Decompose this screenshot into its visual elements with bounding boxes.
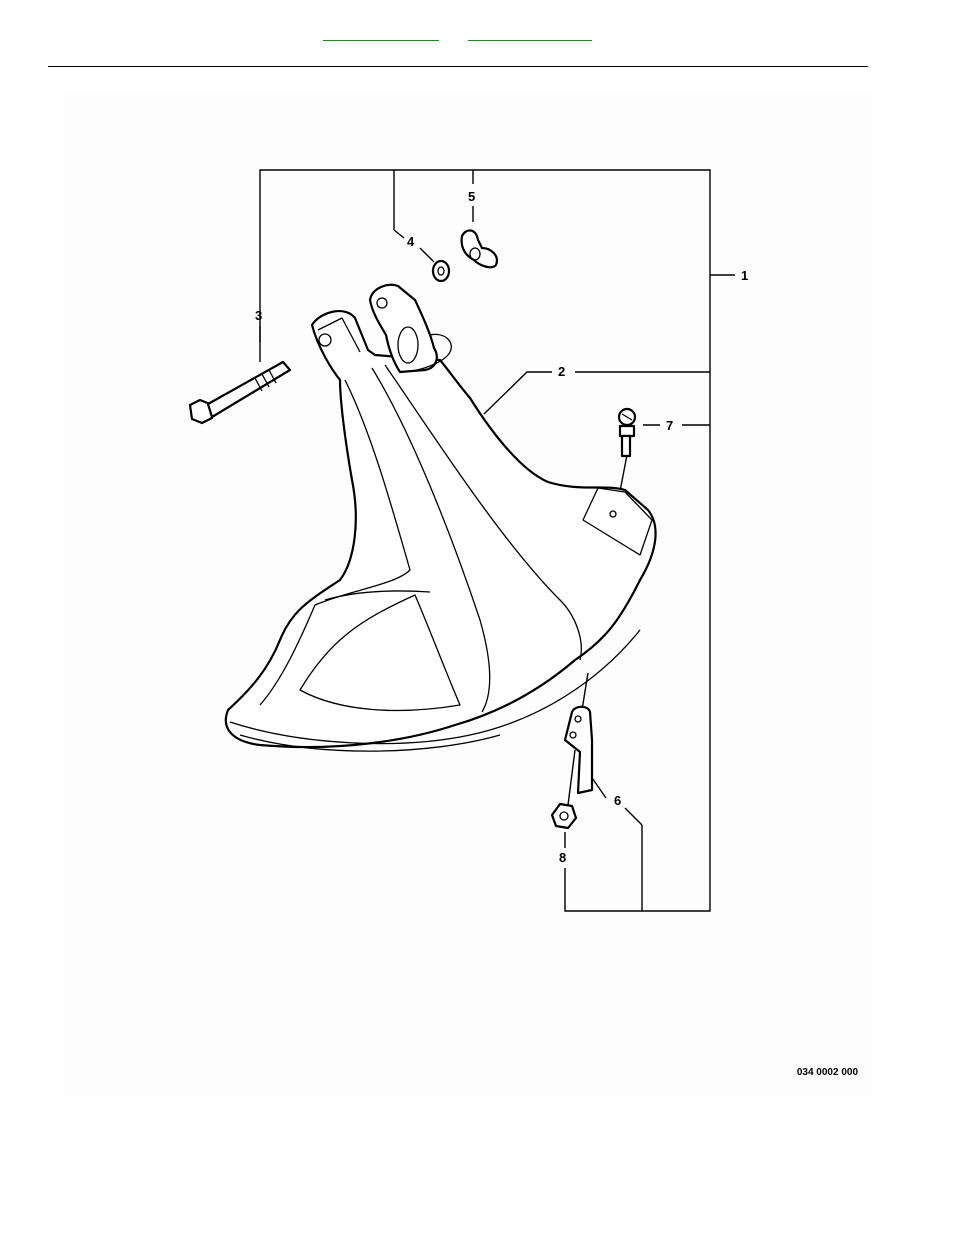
callout-7: 7 [666, 418, 673, 433]
bolt [190, 362, 290, 423]
callout-5: 5 [468, 189, 475, 204]
callout-1: 1 [741, 268, 748, 283]
wing-nut [462, 230, 497, 267]
figure-code: 034 0002 000 [797, 1067, 858, 1078]
callout-6: 6 [614, 793, 621, 808]
callout-3: 3 [255, 308, 262, 323]
callout-2: 2 [558, 364, 565, 379]
hex-nut [552, 804, 576, 828]
screw [619, 409, 635, 456]
washer [433, 261, 449, 281]
blade-guard [226, 285, 656, 751]
callout-4: 4 [407, 234, 415, 249]
mounting-bracket [565, 707, 592, 793]
callout-8: 8 [559, 850, 566, 865]
